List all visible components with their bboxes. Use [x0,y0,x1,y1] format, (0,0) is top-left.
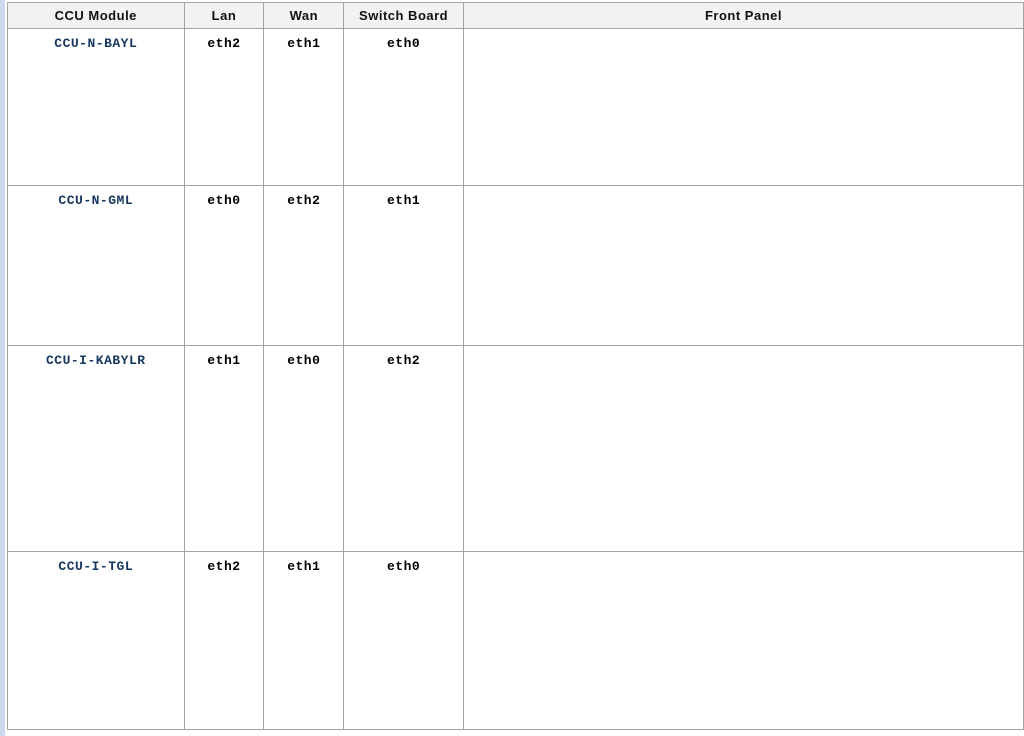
wan-value: eth1 [263,551,345,730]
header-row: CCU Module Lan Wan Switch Board Front Pa… [7,2,1024,29]
header-switch-board: Switch Board [343,2,464,29]
left-margin-strip [0,0,5,736]
header-lan: Lan [183,2,265,29]
header-wan: Wan [263,2,345,29]
header-front-panel: Front Panel [462,2,1024,29]
header-ccu-module: CCU Module [7,2,185,29]
front-panel-cell: CCU eth1 eth0 eth2 backside [462,345,1024,552]
switch-board-value: eth0 [343,28,464,186]
module-name: CCU-N-BAYL [7,28,185,186]
switch-board-value: eth0 [343,551,464,730]
lan-value: eth2 [183,551,265,730]
lan-value: eth2 [183,28,265,186]
front-panel-cell: eth0 eth2 eth1 backside CCU [462,185,1024,346]
table-row: CCU-I-TGL eth2 eth1 eth0 CCU eth0 backsi… [7,551,1024,730]
front-panel-cell: CCU eth0 backside eth2 eth1 [462,551,1024,730]
wan-value: eth1 [263,28,345,186]
ccu-module-table: CCU Module Lan Wan Switch Board Front Pa… [7,2,1024,730]
switch-board-value: eth2 [343,345,464,552]
lan-value: eth1 [183,345,265,552]
wan-value: eth0 [263,345,345,552]
module-name: CCU-N-GML [7,185,185,346]
module-name: CCU-I-TGL [7,551,185,730]
table-row: CCU-I-KABYLR eth1 eth0 eth2 CCU eth1 eth… [7,345,1024,552]
switch-board-value: eth1 [343,185,464,346]
table-row: CCU-N-BAYL eth2 eth1 eth0 eth2 eth1 eth0… [7,28,1024,186]
module-name: CCU-I-KABYLR [7,345,185,552]
wan-value: eth2 [263,185,345,346]
lan-value: eth0 [183,185,265,346]
front-panel-cell: eth2 eth1 eth0 backside CCU [462,28,1024,186]
table-row: CCU-N-GML eth0 eth2 eth1 eth0 eth2 eth1 … [7,185,1024,346]
